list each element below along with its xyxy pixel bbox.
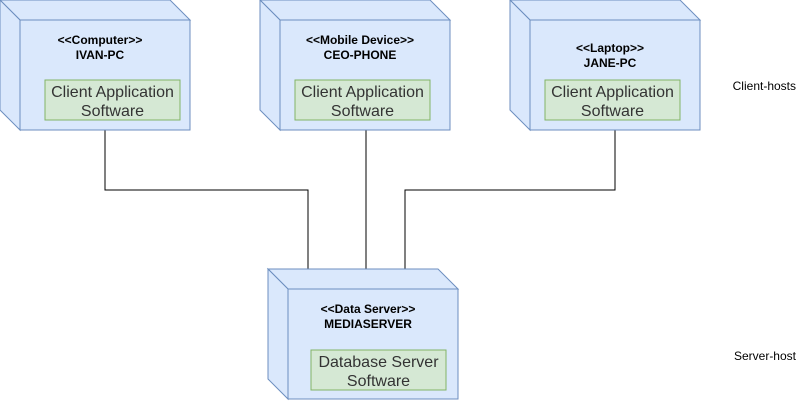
component-box[interactable] bbox=[44, 79, 181, 121]
component-label-line2: Software bbox=[347, 373, 410, 390]
node-3d-top bbox=[266, 268, 460, 290]
node-name: JANE-PC bbox=[584, 56, 637, 70]
component-label-line1: Client Application bbox=[301, 84, 424, 101]
node-3d-side bbox=[0, 0, 21, 132]
connector-ivan-pc bbox=[104, 130, 309, 269]
node-jane-pc[interactable]: <<Laptop>> JANE-PC Client Application So… bbox=[509, 0, 702, 132]
component-label-line2: Software bbox=[81, 103, 144, 120]
node-stereotype: <<Mobile Device>> bbox=[306, 33, 414, 47]
node-3d-side bbox=[509, 0, 531, 132]
component-label-line2: Software bbox=[581, 103, 644, 120]
connectors bbox=[104, 130, 616, 269]
node-ivan-pc[interactable]: <<Computer>> IVAN-PC Client Application … bbox=[0, 0, 192, 132]
component-box[interactable] bbox=[294, 79, 431, 121]
node-mediaserver[interactable]: <<Data Server>> MEDIASERVER Database Ser… bbox=[266, 267, 460, 401]
node-3d-top bbox=[259, 0, 452, 21]
node-name: MEDIASERVER bbox=[324, 317, 412, 331]
node-stereotype: <<Computer>> bbox=[58, 33, 143, 47]
node-3d-side bbox=[267, 267, 289, 401]
node-3d-side bbox=[259, 0, 281, 132]
node-ceo-phone[interactable]: <<Mobile Device>> CEO-PHONE Client Appli… bbox=[259, 0, 452, 132]
node-name: IVAN-PC bbox=[76, 48, 125, 62]
component-label-line2: Software bbox=[331, 103, 394, 120]
component-label-line1: Database Server bbox=[318, 354, 439, 371]
server-host-label: Server-host bbox=[734, 349, 797, 363]
node-stereotype: <<Laptop>> bbox=[576, 41, 644, 55]
node-name: CEO-PHONE bbox=[324, 48, 397, 62]
component-label-line1: Client Application bbox=[551, 84, 674, 101]
connector-jane-pc bbox=[404, 130, 616, 269]
client-hosts-label: Client-hosts bbox=[733, 79, 796, 93]
node-3d-top bbox=[509, 0, 702, 21]
component-box[interactable] bbox=[544, 79, 681, 121]
component-box[interactable] bbox=[310, 349, 447, 391]
component-label-line1: Client Application bbox=[51, 84, 174, 101]
node-stereotype: <<Data Server>> bbox=[321, 302, 416, 316]
node-3d-top bbox=[0, 0, 192, 21]
